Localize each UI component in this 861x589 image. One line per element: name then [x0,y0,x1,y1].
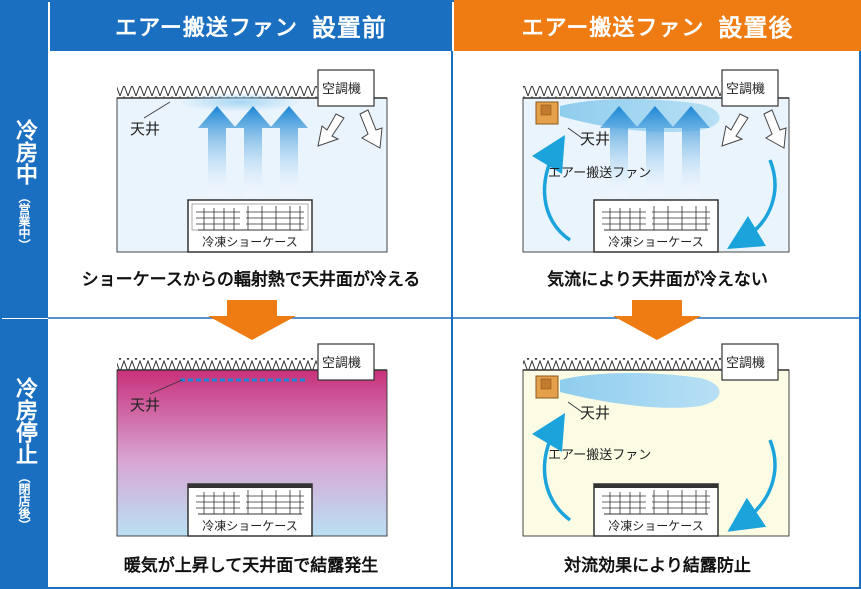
caption-after-cooling: 気流により天井面が冷えない [547,270,768,290]
ac-label: 空調機 [322,82,362,97]
ac-label: 空調機 [322,356,362,371]
showcase [593,483,719,537]
ac-label: 空調機 [726,82,766,97]
ceiling-leader [567,127,583,139]
header-before: エアー搬送ファン 設置前 [50,0,452,51]
ac-down-arrows [317,109,383,149]
showcase-label: 冷凍ショーケース [608,519,704,533]
corner-cell [0,0,48,51]
ceiling-leader [143,101,171,119]
panel-after-stopped [522,343,790,537]
transition-arrow-left [208,300,296,340]
ceiling-leader [567,401,583,413]
transition-arrow-right [613,300,701,340]
ac-unit [317,343,375,381]
showcase-label: 冷凍ショーケース [608,235,704,249]
convection-arrow-right [726,159,777,250]
ac-down-arrows [721,109,787,149]
header-before-prefix: エアー搬送ファン [115,15,298,41]
row-label-stopped: 冷房停止 （閉店後） [0,319,48,589]
ac-label: 空調機 [726,356,766,371]
ceiling-label: 天井 [580,404,611,422]
ceiling-insulation [523,86,721,98]
convection-arrow-left [531,134,571,242]
ceiling-label: 天井 [130,120,161,138]
ac-unit [721,69,779,107]
header-before-suffix: 設置前 [311,14,387,42]
showcase [187,199,313,253]
row-label-stopped-sub: （閉店後） [17,471,31,531]
showcase [593,199,719,253]
showcase-label: 冷凍ショーケース [202,519,298,533]
row-label-cooling-main: 冷房中 [12,118,37,185]
row-label-cooling-sub: （営業中） [17,190,31,251]
convection-arrow-right [727,439,777,532]
ceiling-label: 天井 [130,396,161,414]
ceiling-label: 天井 [580,130,611,148]
convection-arrow-left [531,412,572,522]
ac-unit [721,343,779,381]
fan-label: エアー搬送ファン [548,166,652,181]
caption-before-stopped: 暖気が上昇して天井面で結露発生 [123,556,379,576]
heat-up-arrows [198,106,308,196]
ceiling-insulation [117,358,317,370]
heat-up-arrows [600,106,710,196]
caption-before-cooling: ショーケースからの輻射熱で天井面が冷える [81,270,421,290]
header-after-suffix: 設置後 [718,14,794,42]
row-label-stopped-main: 冷房停止 [12,377,37,465]
showcase [187,483,313,537]
showcase-label: 冷凍ショーケース [202,235,298,249]
cold-ceiling-zone [178,92,302,112]
ceiling-leader [149,379,183,395]
header-before-bg [50,0,452,51]
panel-before-cooling [116,69,388,253]
ceiling-insulation [523,358,721,370]
ac-unit [317,69,375,107]
panel-before-stopped [116,343,388,537]
panel-after-cooling [522,69,790,253]
header-after-prefix: エアー搬送ファン [521,15,705,41]
header-after-bg [454,0,861,51]
row-label-cooling: 冷房中 （営業中） [0,51,48,318]
fan-label: エアー搬送ファン [548,448,652,463]
caption-after-stopped: 対流効果により結露防止 [564,556,751,576]
fan-airflow [560,373,720,408]
header-after: エアー搬送ファン 設置後 [454,0,861,51]
